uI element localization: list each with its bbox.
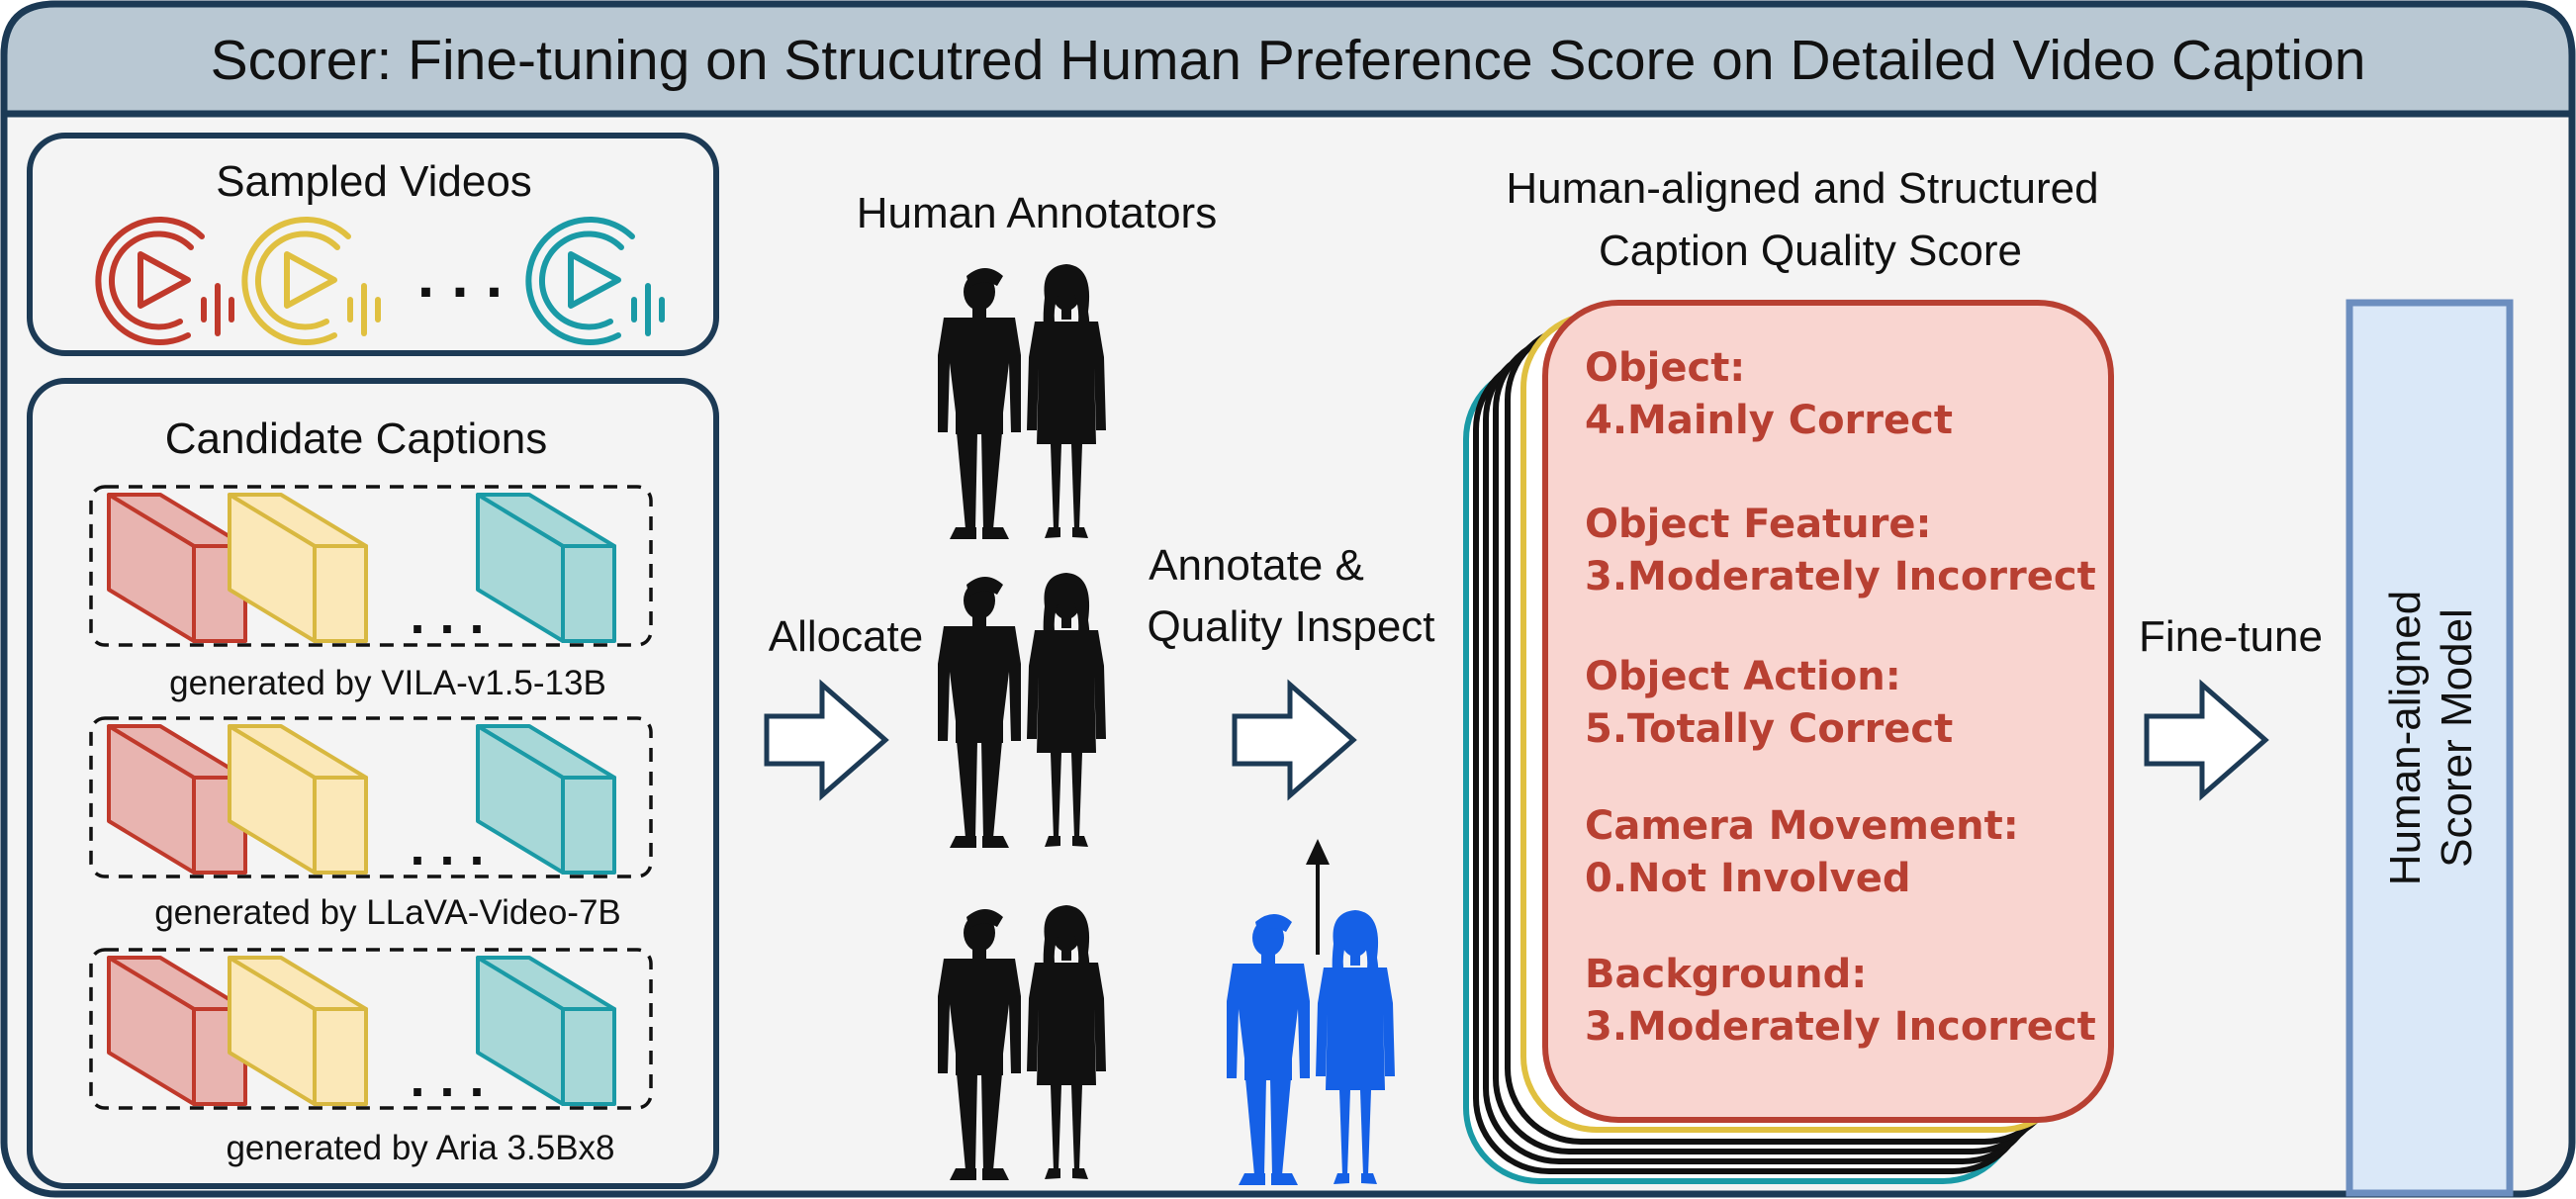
score-rating: 0.Not Involved	[1585, 856, 1911, 901]
caption-ellipsis: . . .	[410, 1049, 484, 1108]
scorer-model-line1: Human-aligned	[2381, 591, 2430, 885]
score-card-front	[1542, 300, 2114, 1123]
score-rating: 3.Moderately Incorrect	[1585, 1004, 2096, 1050]
caption-source-llava: generated by LLaVA-Video-7B	[154, 893, 621, 932]
score-list: Object: 4.Mainly Correct Object Feature:…	[1585, 345, 2096, 1050]
caption-group-llava: . . . generated by LLaVA-Video-7B	[89, 716, 653, 932]
caption-group-aria: . . . generated by Aria 3.5Bx8	[89, 948, 653, 1167]
score-aspect: Object Feature:	[1585, 502, 1932, 547]
caption-source-vila: generated by VILA-v1.5-13B	[169, 664, 606, 702]
score-rating: 3.Moderately Incorrect	[1585, 554, 2096, 600]
score-aspect: Camera Movement:	[1585, 803, 2019, 849]
score-title-line2: Caption Quality Score	[1599, 227, 2022, 275]
videos-ellipsis: . . .	[417, 242, 503, 311]
caption-ellipsis: . . .	[410, 817, 484, 876]
annotate-label-line1: Annotate &	[1149, 541, 1364, 590]
score-rating: 5.Totally Correct	[1585, 706, 1953, 752]
score-aspect: Background:	[1585, 952, 1867, 997]
scorer-model-box	[2346, 299, 2514, 1197]
score-title-line1: Human-aligned and Structured	[1506, 164, 2098, 213]
scorer-model-line2: Scorer Model	[2433, 608, 2481, 868]
diagram-title: Scorer: Fine-tuning on Strucutred Human …	[211, 29, 2366, 92]
score-rating: 4.Mainly Correct	[1585, 398, 1953, 443]
caption-group-vila: . . . generated by VILA-v1.5-13B	[89, 485, 653, 702]
caption-ellipsis: . . .	[410, 586, 484, 645]
caption-source-aria: generated by Aria 3.5Bx8	[226, 1129, 614, 1167]
human-annotators-label: Human Annotators	[857, 189, 1217, 237]
title-bar	[0, 0, 2576, 118]
inspect-up-arrow	[1306, 839, 1330, 955]
allocate-label: Allocate	[769, 612, 924, 661]
sampled-videos-label: Sampled Videos	[216, 157, 532, 206]
finetune-label: Fine-tune	[2139, 612, 2323, 661]
candidate-captions-label: Candidate Captions	[165, 415, 547, 463]
score-aspect: Object:	[1585, 345, 1745, 391]
annotate-label-line2: Quality Inspect	[1147, 602, 1434, 651]
score-aspect: Object Action:	[1585, 654, 1901, 699]
